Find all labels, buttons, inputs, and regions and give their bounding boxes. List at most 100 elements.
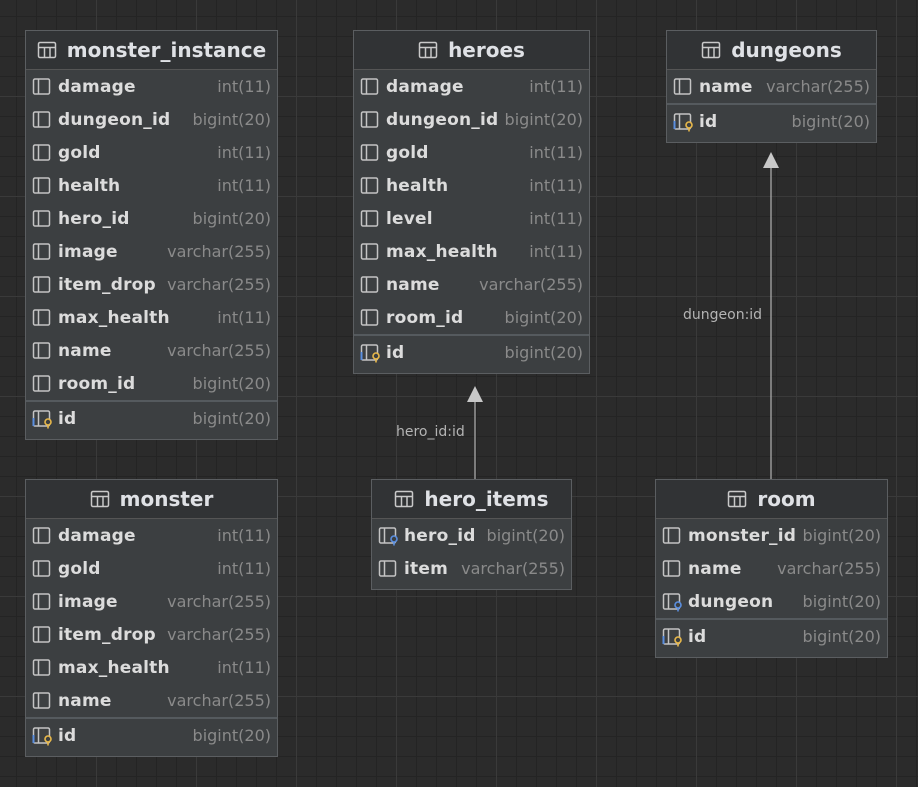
column-type: bigint(20) (192, 409, 271, 428)
column-icon (360, 209, 379, 227)
column-icon (32, 374, 51, 392)
table-header[interactable]: room (656, 480, 887, 519)
primary-key-row[interactable]: id bigint(20) (26, 400, 277, 435)
table-footer-padding (656, 653, 887, 657)
foreign-key-column-icon (378, 526, 398, 545)
column-name: damage (58, 525, 136, 546)
column-type: int(11) (529, 209, 583, 228)
column-icon (32, 176, 51, 194)
column-name: id (386, 342, 405, 363)
column-row[interactable]: health int(11) (354, 169, 589, 202)
column-name: item_drop (58, 624, 156, 645)
column-type: int(11) (217, 559, 271, 578)
column-name: damage (58, 76, 136, 97)
table-footer-padding (372, 585, 571, 589)
primary-key-icon (673, 112, 693, 131)
column-type: int(11) (217, 658, 271, 677)
table-icon (37, 41, 57, 59)
table-header[interactable]: dungeons (667, 31, 876, 70)
column-type: int(11) (217, 77, 271, 96)
column-name: item (404, 558, 448, 579)
column-icon (662, 526, 681, 544)
column-type: bigint(20) (192, 110, 271, 129)
column-name: id (58, 725, 77, 746)
primary-key-row[interactable]: id bigint(20) (354, 334, 589, 369)
column-row[interactable]: gold int(11) (26, 552, 277, 585)
column-row[interactable]: dungeon_id bigint(20) (26, 103, 277, 136)
column-row[interactable]: damage int(11) (26, 70, 277, 103)
column-type: bigint(20) (192, 209, 271, 228)
column-type: int(11) (529, 242, 583, 261)
column-type: varchar(255) (479, 275, 583, 294)
table-title: monster_instance (66, 38, 267, 62)
column-name: room_id (386, 307, 464, 328)
column-type: int(11) (217, 308, 271, 327)
table-icon (90, 490, 109, 508)
column-name: name (699, 76, 753, 97)
column-type: int(11) (217, 143, 271, 162)
table-title: heroes (448, 38, 525, 62)
table-icon (418, 41, 438, 59)
column-type: bigint(20) (504, 343, 583, 362)
column-type: int(11) (529, 143, 583, 162)
column-name: dungeon_id (58, 109, 171, 130)
column-icon (32, 691, 51, 709)
primary-key-icon (360, 343, 380, 362)
column-row[interactable]: monster_id bigint(20) (656, 519, 887, 552)
column-type: varchar(255) (167, 691, 271, 710)
column-name: monster_id (688, 525, 797, 546)
column-name: name (58, 340, 112, 361)
column-name: dungeon (688, 591, 774, 612)
table-header[interactable]: heroes (354, 31, 589, 70)
column-name: gold (58, 558, 101, 579)
column-icon (360, 143, 379, 161)
column-type: int(11) (529, 176, 583, 195)
column-name: id (688, 626, 707, 647)
table-header[interactable]: hero_items (372, 480, 571, 519)
column-type: bigint(20) (802, 526, 881, 545)
column-type: varchar(255) (167, 341, 271, 360)
column-type: varchar(255) (167, 275, 271, 294)
column-row[interactable]: max_health int(11) (26, 651, 277, 684)
table-header[interactable]: monster_instance (26, 31, 277, 70)
column-row[interactable]: name varchar(255) (26, 334, 277, 367)
column-icon (360, 110, 379, 128)
column-name: health (386, 175, 449, 196)
column-name: health (58, 175, 121, 196)
column-name: id (58, 408, 77, 429)
column-name: max_health (58, 657, 170, 678)
table-header[interactable]: monster (26, 480, 277, 519)
